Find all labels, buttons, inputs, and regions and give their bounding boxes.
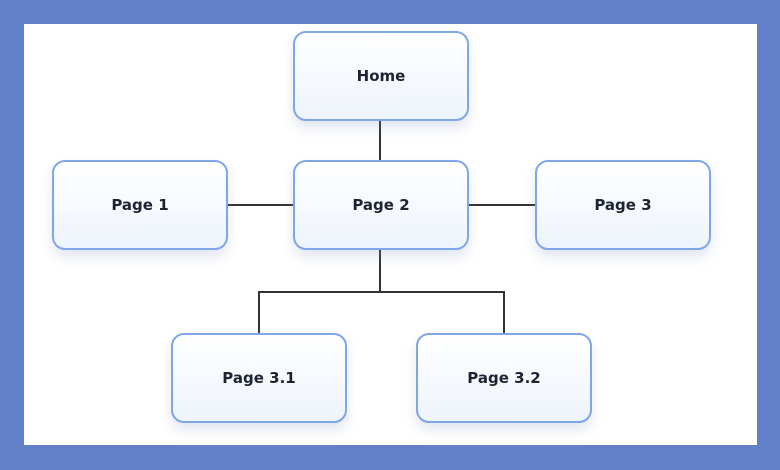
node-page-3-1: Page 3.1 [171,333,347,423]
node-page-3-2-label: Page 3.2 [467,369,541,387]
diagram-canvas: Home Page 1 Page 2 Page 3 Page 3.1 Page … [24,24,757,445]
node-home: Home [293,31,469,121]
connector-children-bar [258,291,505,333]
node-page-1-label: Page 1 [111,196,169,214]
node-page-1: Page 1 [52,160,228,250]
node-home-label: Home [356,67,406,85]
node-page-2: Page 2 [293,160,469,250]
node-page-3-2: Page 3.2 [416,333,592,423]
node-page-3-1-label: Page 3.1 [222,369,296,387]
node-page-2-label: Page 2 [352,196,410,214]
connector-lines [228,121,535,333]
node-page-3-label: Page 3 [594,196,652,214]
node-page-3: Page 3 [535,160,711,250]
